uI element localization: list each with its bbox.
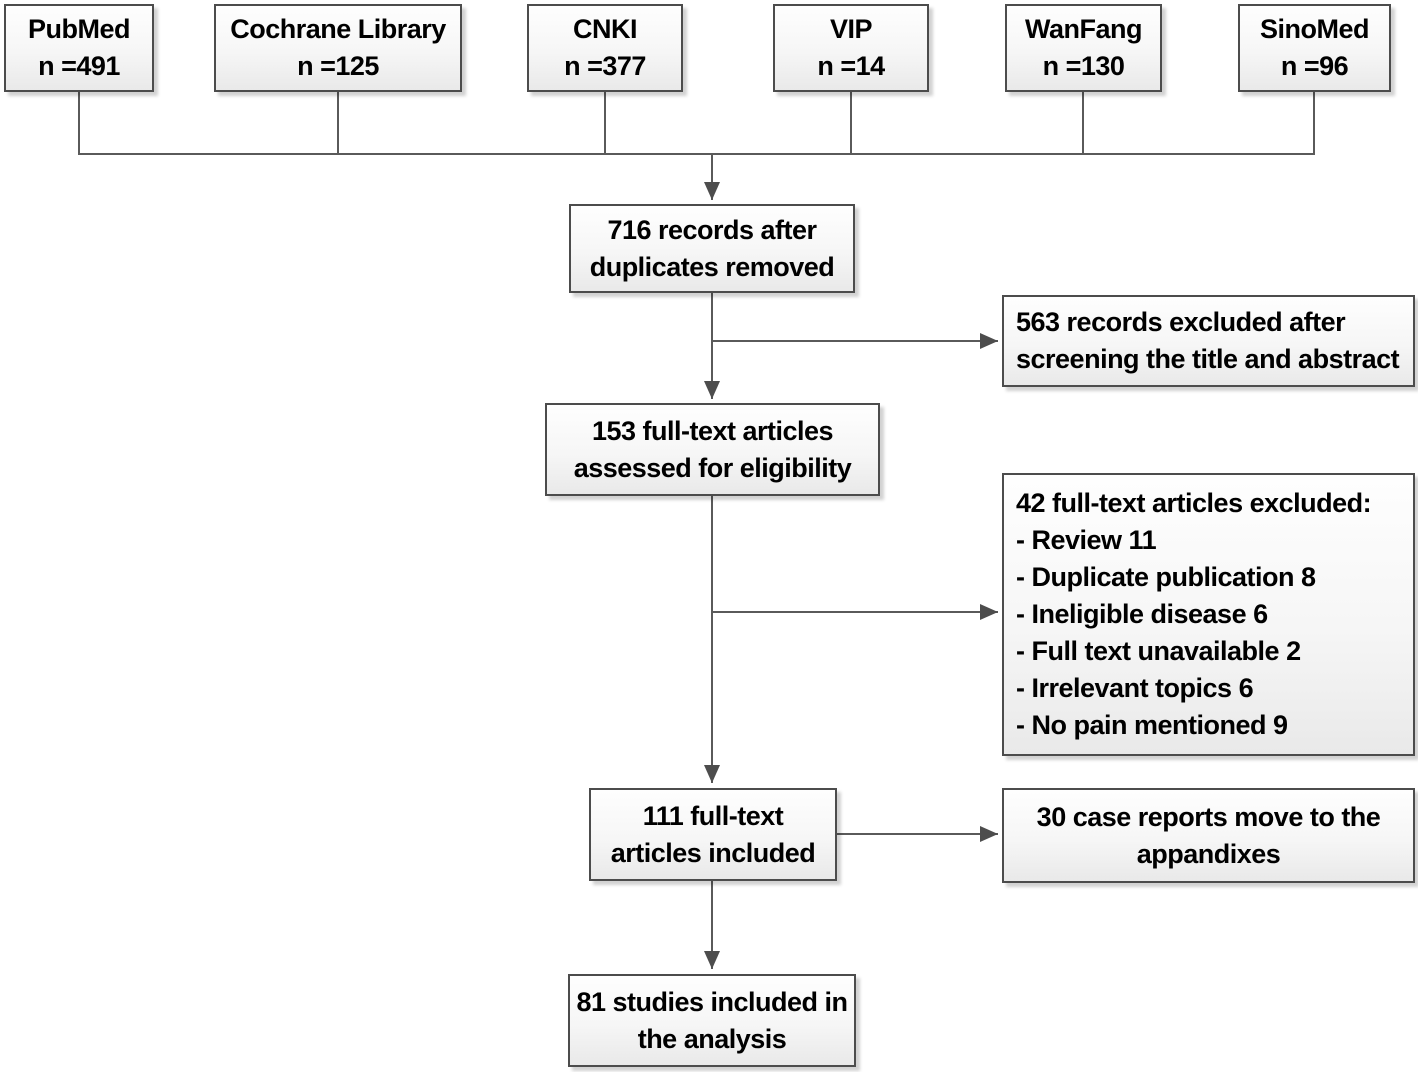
source-count: n =96: [1280, 51, 1349, 81]
source-box-vip: VIP n =14: [773, 4, 929, 92]
source-count: n =130: [1042, 51, 1125, 81]
source-label: CNKI: [573, 14, 638, 44]
collector-line: [78, 92, 1315, 155]
source-count: n =491: [38, 51, 120, 81]
studies-included-box: 81 studies included in the analysis: [568, 974, 856, 1067]
source-box-pubmed: PubMed n =491: [4, 4, 154, 92]
source-count: n =377: [564, 51, 646, 81]
source-box-cnki: CNKI n =377: [527, 4, 683, 92]
fulltext-included-box: 111 full-text articles included: [589, 788, 837, 881]
eligibility-assessed-text: 153 full-text articles assessed for elig…: [573, 415, 852, 483]
source-label: WanFang: [1025, 14, 1143, 44]
fulltext-excluded-text: 42 full-text articles excluded: - Review…: [1016, 488, 1372, 740]
case-reports-box: 30 case reports move to the appandixes: [1002, 788, 1415, 883]
case-reports-text: 30 case reports move to the appandixes: [1036, 801, 1381, 869]
records-after-duplicates-text: 716 records after duplicates removed: [589, 214, 835, 282]
source-label: VIP: [829, 14, 873, 44]
records-excluded-box: 563 records excluded after screening the…: [1002, 295, 1415, 387]
source-count: n =14: [817, 51, 885, 81]
source-label: PubMed: [28, 14, 131, 44]
records-excluded-text: 563 records excluded after screening the…: [1016, 307, 1400, 374]
studies-included-text: 81 studies included in the analysis: [576, 986, 848, 1054]
fulltext-included-text: 111 full-text articles included: [610, 800, 816, 868]
eligibility-assessed-box: 153 full-text articles assessed for elig…: [545, 403, 880, 496]
source-box-cochrane: Cochrane Library n =125: [214, 4, 462, 92]
source-box-sinomed: SinoMed n =96: [1238, 4, 1391, 92]
fulltext-excluded-box: 42 full-text articles excluded: - Review…: [1002, 473, 1415, 756]
source-count: n =125: [297, 51, 379, 81]
records-after-duplicates-box: 716 records after duplicates removed: [569, 204, 855, 293]
source-box-wanfang: WanFang n =130: [1005, 4, 1162, 92]
source-label: Cochrane Library: [230, 14, 446, 44]
source-label: SinoMed: [1260, 14, 1370, 44]
